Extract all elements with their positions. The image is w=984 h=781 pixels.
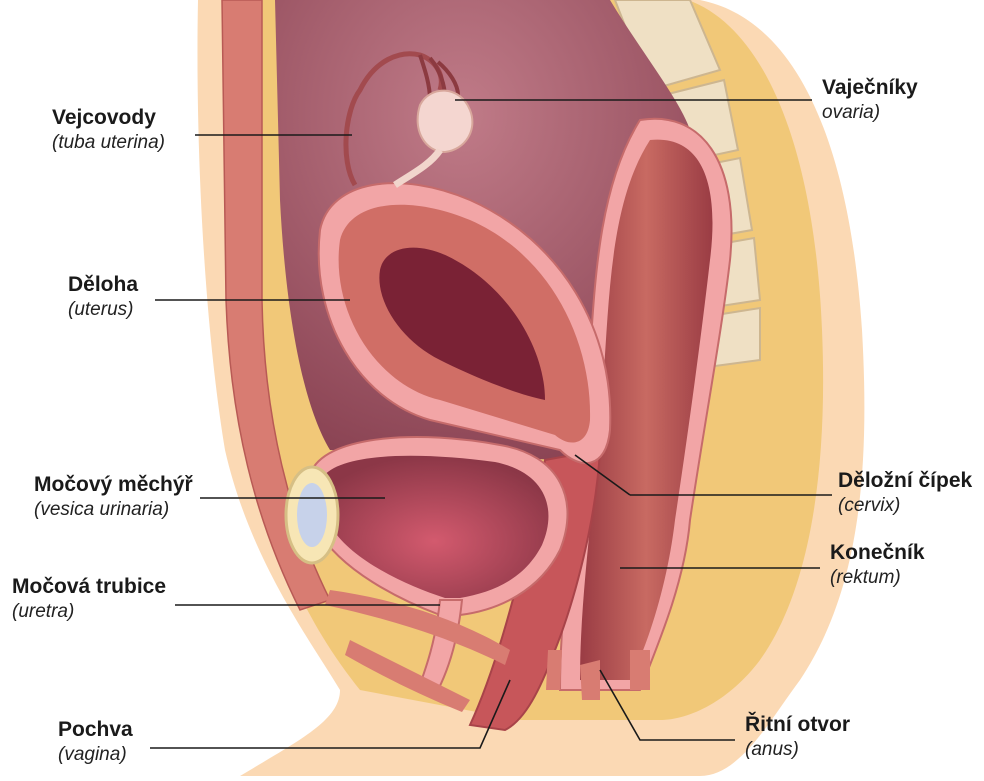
label-vagina-name: Pochva — [58, 717, 133, 743]
label-vagina: Pochva (vagina) — [58, 717, 133, 767]
label-anus-latin: (anus) — [745, 738, 850, 762]
label-bladder: Močový měchýř (vesica urinaria) — [34, 472, 193, 522]
label-cervix: Děložní čípek (cervix) — [838, 468, 972, 518]
label-uterus-latin: (uterus) — [68, 298, 138, 322]
label-fallopian-latin: (tuba uterina) — [52, 131, 165, 155]
label-rectum-latin: (rektum) — [830, 566, 925, 590]
label-rectum-name: Konečník — [830, 540, 925, 566]
label-bladder-latin: (vesica urinaria) — [34, 498, 193, 522]
label-anus: Řitní otvor (anus) — [745, 712, 850, 762]
label-fallopian-name: Vejcovody — [52, 105, 165, 131]
label-urethra: Močová trubice (uretra) — [12, 574, 166, 624]
label-ovary-latin: ovaria) — [822, 101, 918, 125]
label-uterus-name: Děloha — [68, 272, 138, 298]
label-anus-name: Řitní otvor — [745, 712, 850, 738]
label-vagina-latin: (vagina) — [58, 743, 133, 767]
label-cervix-name: Děložní čípek — [838, 468, 972, 494]
label-uterus: Děloha (uterus) — [68, 272, 138, 322]
label-urethra-name: Močová trubice — [12, 574, 166, 600]
label-cervix-latin: (cervix) — [838, 494, 972, 518]
label-fallopian: Vejcovody (tuba uterina) — [52, 105, 165, 155]
label-ovary-name: Vaječníky — [822, 75, 918, 101]
label-ovary: Vaječníky ovaria) — [822, 75, 918, 125]
label-bladder-name: Močový měchýř — [34, 472, 193, 498]
label-rectum: Konečník (rektum) — [830, 540, 925, 590]
label-urethra-latin: (uretra) — [12, 600, 166, 624]
